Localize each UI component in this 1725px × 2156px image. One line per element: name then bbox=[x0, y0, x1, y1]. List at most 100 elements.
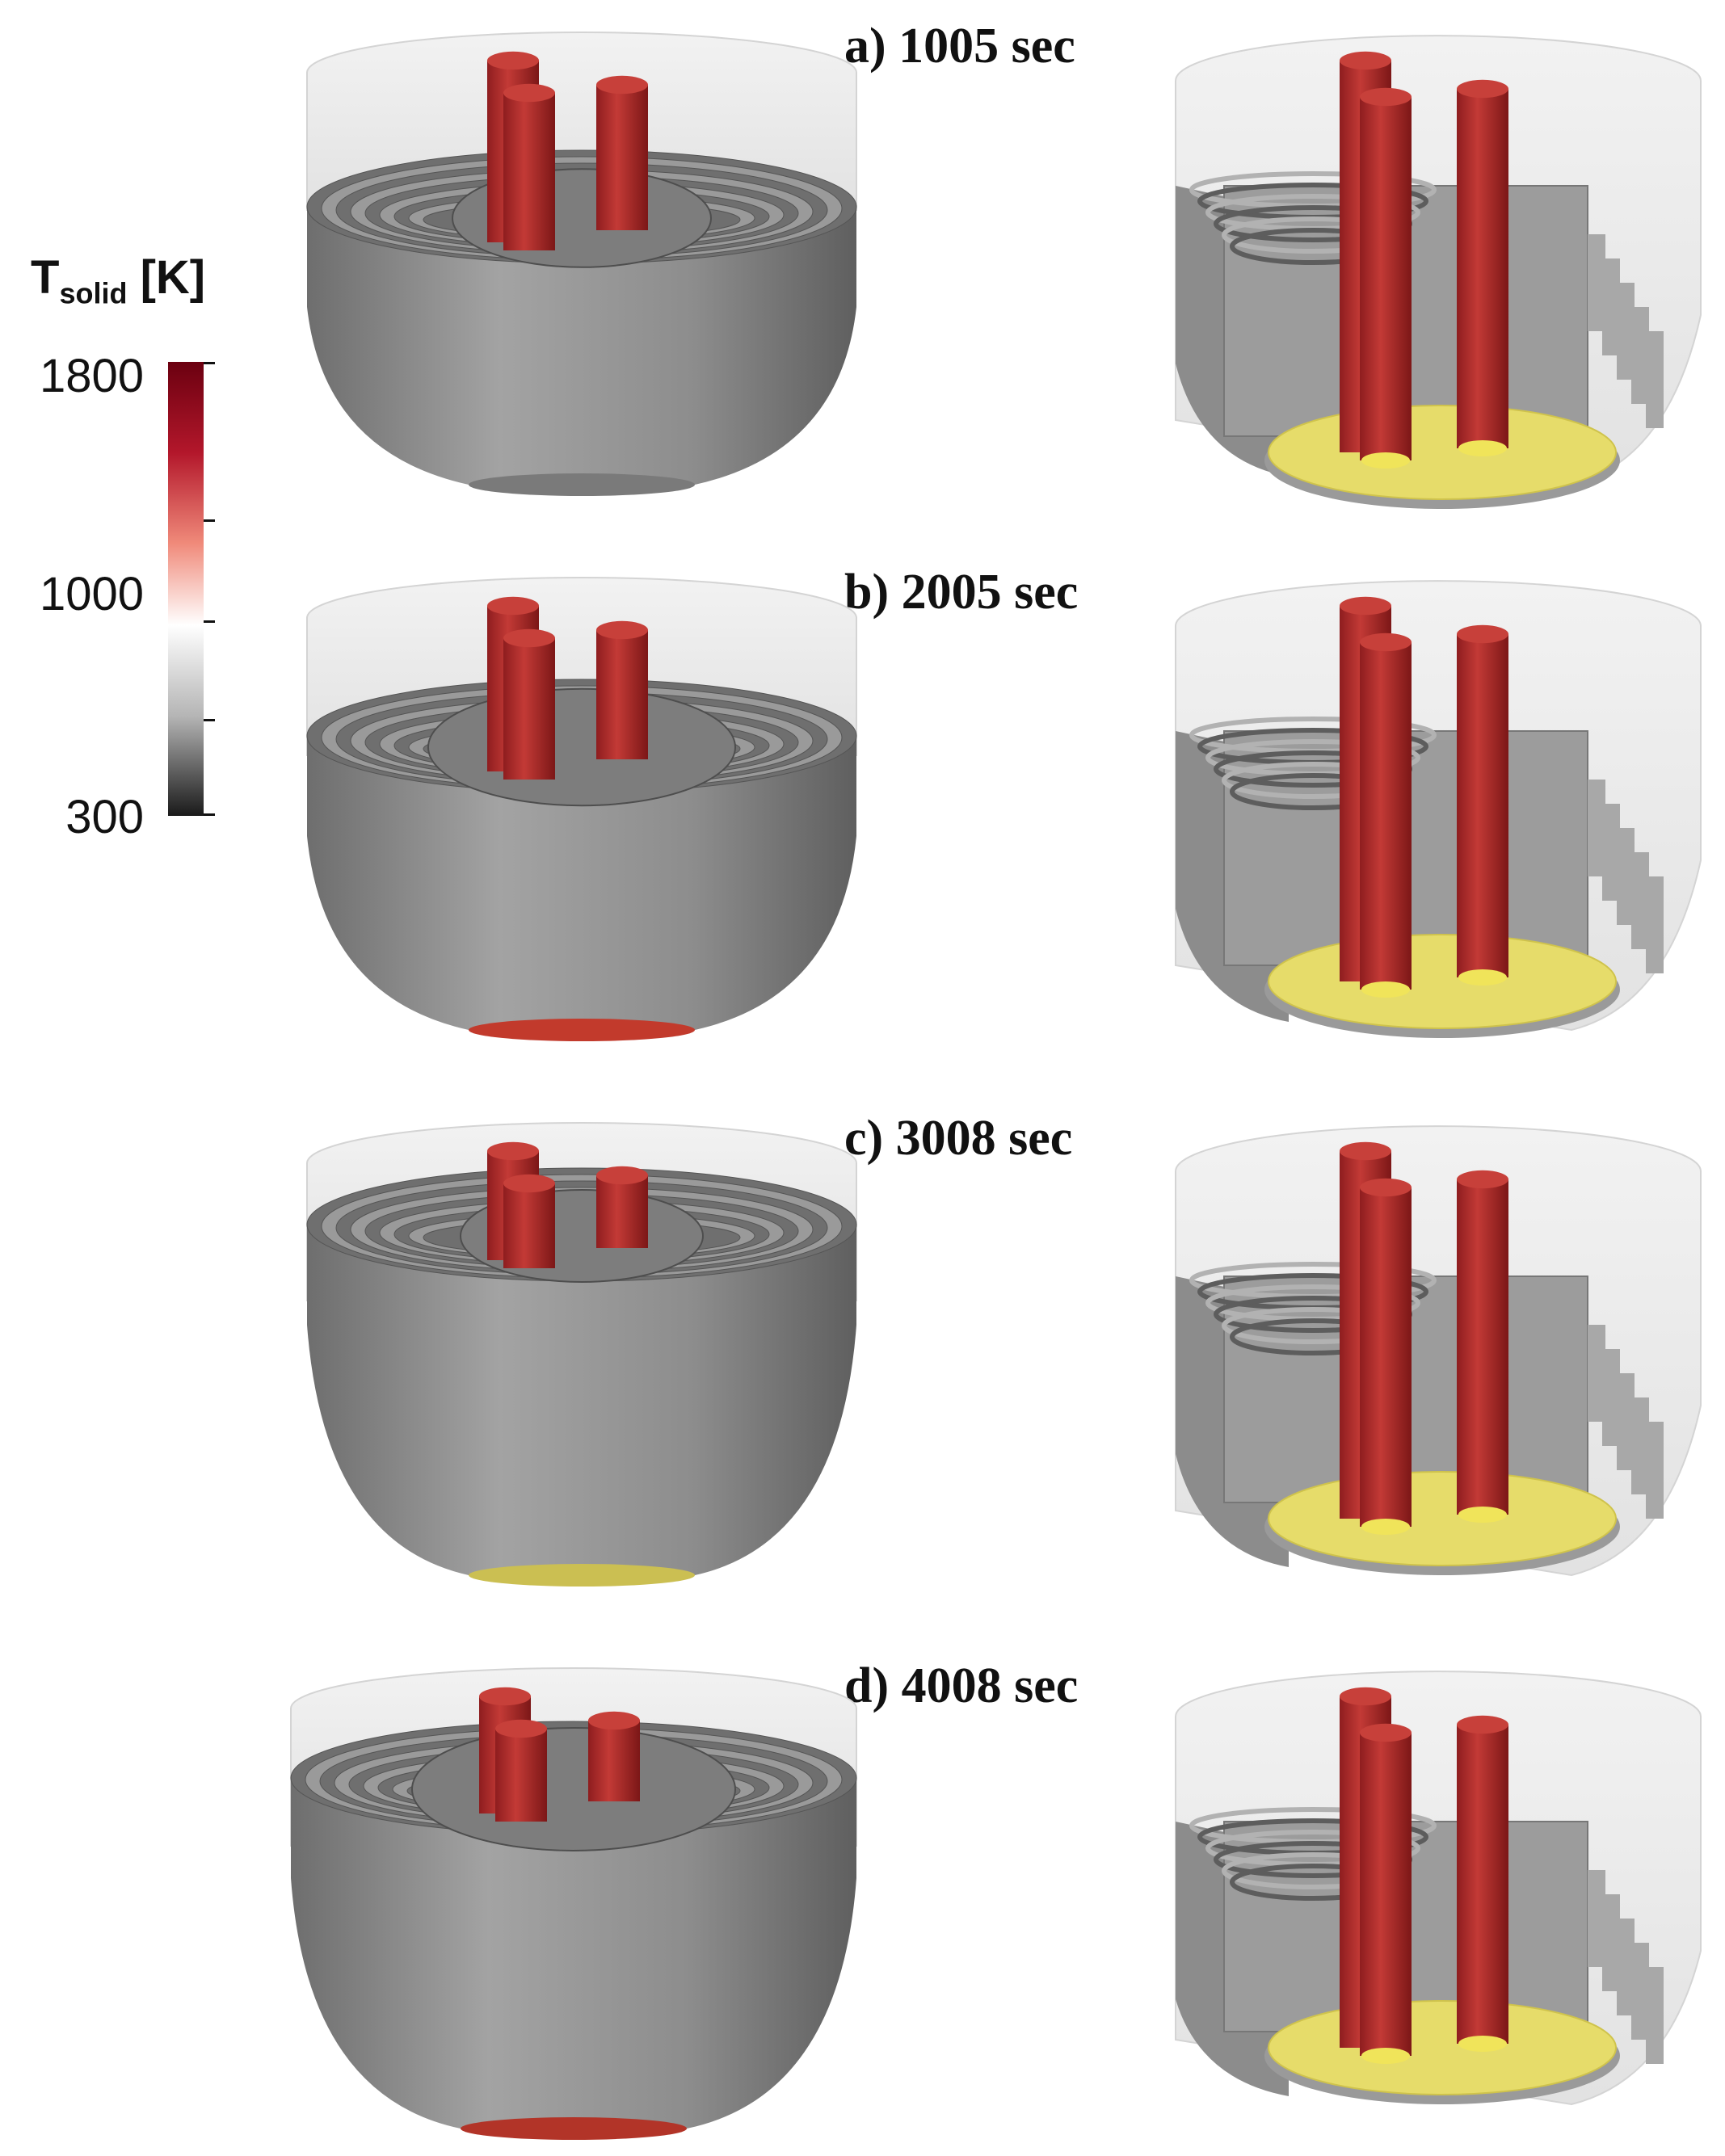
colorbar-tick bbox=[204, 519, 215, 522]
electrode-rod-top bbox=[487, 596, 539, 616]
electrode-rod bbox=[1457, 89, 1508, 448]
electrode-rod-top bbox=[596, 1166, 648, 1185]
molten-pool-floor bbox=[1268, 2000, 1617, 2095]
colorbar-tick-label-min: 300 bbox=[65, 791, 144, 843]
electrode-rod-top bbox=[1340, 1687, 1391, 1706]
rod-contact-glow bbox=[1458, 440, 1507, 456]
electrode-rod-top bbox=[596, 620, 648, 640]
stepped-wall bbox=[1617, 1373, 1635, 1470]
furnace-cutaway-view-a bbox=[1175, 35, 1702, 509]
panel-label-b: b) 2005 sec bbox=[844, 565, 1079, 620]
electrode-rod bbox=[588, 1721, 640, 1801]
electrode-rod bbox=[1360, 97, 1412, 460]
stepped-wall bbox=[1588, 1325, 1605, 1422]
colorbar-title-main: T bbox=[31, 251, 60, 304]
stepped-wall bbox=[1631, 852, 1649, 949]
rod-contact-glow bbox=[1361, 452, 1410, 469]
furnace-cutaway-view-d bbox=[1175, 1671, 1702, 2106]
ingot-bottom-rim bbox=[469, 1019, 695, 1041]
stepped-wall bbox=[1602, 1349, 1620, 1446]
electrode-rod-top bbox=[1360, 1178, 1412, 1197]
electrode-rod-top bbox=[487, 51, 539, 70]
stepped-wall bbox=[1631, 1397, 1649, 1494]
electrode-rod-top bbox=[1340, 1141, 1391, 1161]
electrode-rod-top bbox=[503, 83, 555, 103]
electrode-rod bbox=[1360, 1187, 1412, 1527]
stepped-wall bbox=[1588, 780, 1605, 876]
furnace-cutaway-view-c bbox=[1175, 1125, 1702, 1577]
colorbar-tick bbox=[204, 719, 215, 721]
electrode-rod-top bbox=[495, 1719, 547, 1738]
rod-contact-glow bbox=[1361, 1519, 1410, 1535]
temperature-colorbar bbox=[168, 362, 204, 816]
molten-pool-floor bbox=[1268, 1471, 1617, 1566]
electrode-rod-top bbox=[1457, 624, 1508, 644]
electrode-rod bbox=[1457, 1725, 1508, 2044]
furnace-exterior-view-b bbox=[306, 577, 857, 1041]
electrode-rod-top bbox=[1340, 51, 1391, 70]
molten-pool-floor bbox=[1268, 405, 1617, 500]
colorbar-tick-label-max: 1800 bbox=[39, 350, 144, 402]
electrode-rod-top bbox=[1457, 79, 1508, 99]
molten-pool-floor bbox=[1268, 934, 1617, 1029]
stepped-wall bbox=[1617, 1919, 1635, 2015]
stepped-wall bbox=[1602, 804, 1620, 901]
stepped-wall bbox=[1617, 283, 1635, 380]
steel-ingot-body bbox=[307, 739, 856, 1030]
colorbar-tick bbox=[204, 362, 215, 364]
rod-contact-glow bbox=[1361, 981, 1410, 998]
pool-cavity bbox=[411, 1727, 736, 1851]
colorbar-title-sub: solid bbox=[59, 276, 128, 310]
stepped-wall bbox=[1617, 828, 1635, 925]
steel-ingot-body bbox=[307, 1228, 856, 1575]
ingot-bottom-rim bbox=[469, 1564, 695, 1587]
electrode-rod-top bbox=[1360, 87, 1412, 107]
stepped-wall bbox=[1588, 1870, 1605, 1967]
ingot-bottom-rim bbox=[469, 473, 695, 496]
electrode-rod-top bbox=[588, 1711, 640, 1730]
rod-contact-glow bbox=[1361, 2048, 1410, 2064]
electrode-rod bbox=[1457, 634, 1508, 977]
steel-ingot-body bbox=[307, 210, 856, 485]
electrode-rod bbox=[503, 1183, 555, 1268]
pool-cavity bbox=[427, 687, 736, 807]
electrode-rod-top bbox=[503, 628, 555, 648]
colorbar-title: Tsolid [K] bbox=[31, 250, 205, 311]
electrode-rod bbox=[503, 93, 555, 250]
steel-ingot-body bbox=[291, 1781, 856, 2129]
electrode-rod-top bbox=[1457, 1715, 1508, 1734]
stepped-wall bbox=[1646, 1967, 1664, 2064]
colorbar-title-unit: [K] bbox=[127, 251, 206, 304]
electrode-rod-top bbox=[596, 75, 648, 95]
furnace-exterior-view-d bbox=[290, 1667, 857, 2140]
electrode-rod-top bbox=[1360, 1723, 1412, 1742]
electrode-rod bbox=[503, 638, 555, 780]
electrode-rod bbox=[1360, 642, 1412, 990]
electrode-rod bbox=[596, 630, 648, 759]
electrode-rod bbox=[495, 1729, 547, 1822]
rod-contact-glow bbox=[1458, 1507, 1507, 1523]
stepped-wall bbox=[1646, 1422, 1664, 1519]
colorbar-tick-label-mid: 1000 bbox=[39, 568, 144, 620]
panel-label-d: d) 4008 sec bbox=[844, 1658, 1079, 1713]
stepped-wall bbox=[1602, 1894, 1620, 1991]
panel-label-c: c) 3008 sec bbox=[844, 1111, 1073, 1166]
furnace-cutaway-view-b bbox=[1175, 580, 1702, 1038]
electrode-rod-top bbox=[1360, 633, 1412, 652]
electrode-rod bbox=[1360, 1733, 1412, 2056]
electrode-rod bbox=[596, 85, 648, 230]
furnace-exterior-view-a bbox=[306, 32, 857, 496]
electrode-rod-top bbox=[487, 1141, 539, 1161]
stepped-wall bbox=[1631, 1943, 1649, 2040]
panel-label-a: a) 1005 sec bbox=[844, 19, 1075, 74]
electrode-rod-top bbox=[1457, 1170, 1508, 1189]
furnace-exterior-view-c bbox=[306, 1122, 857, 1587]
electrode-rod-top bbox=[1340, 596, 1391, 616]
stepped-wall bbox=[1602, 258, 1620, 355]
stepped-wall bbox=[1588, 234, 1605, 331]
colorbar-tick bbox=[204, 813, 215, 816]
electrode-rod bbox=[1457, 1179, 1508, 1515]
electrode-rod bbox=[596, 1175, 648, 1248]
electrode-rod-top bbox=[479, 1687, 531, 1706]
colorbar-tick bbox=[204, 620, 215, 623]
